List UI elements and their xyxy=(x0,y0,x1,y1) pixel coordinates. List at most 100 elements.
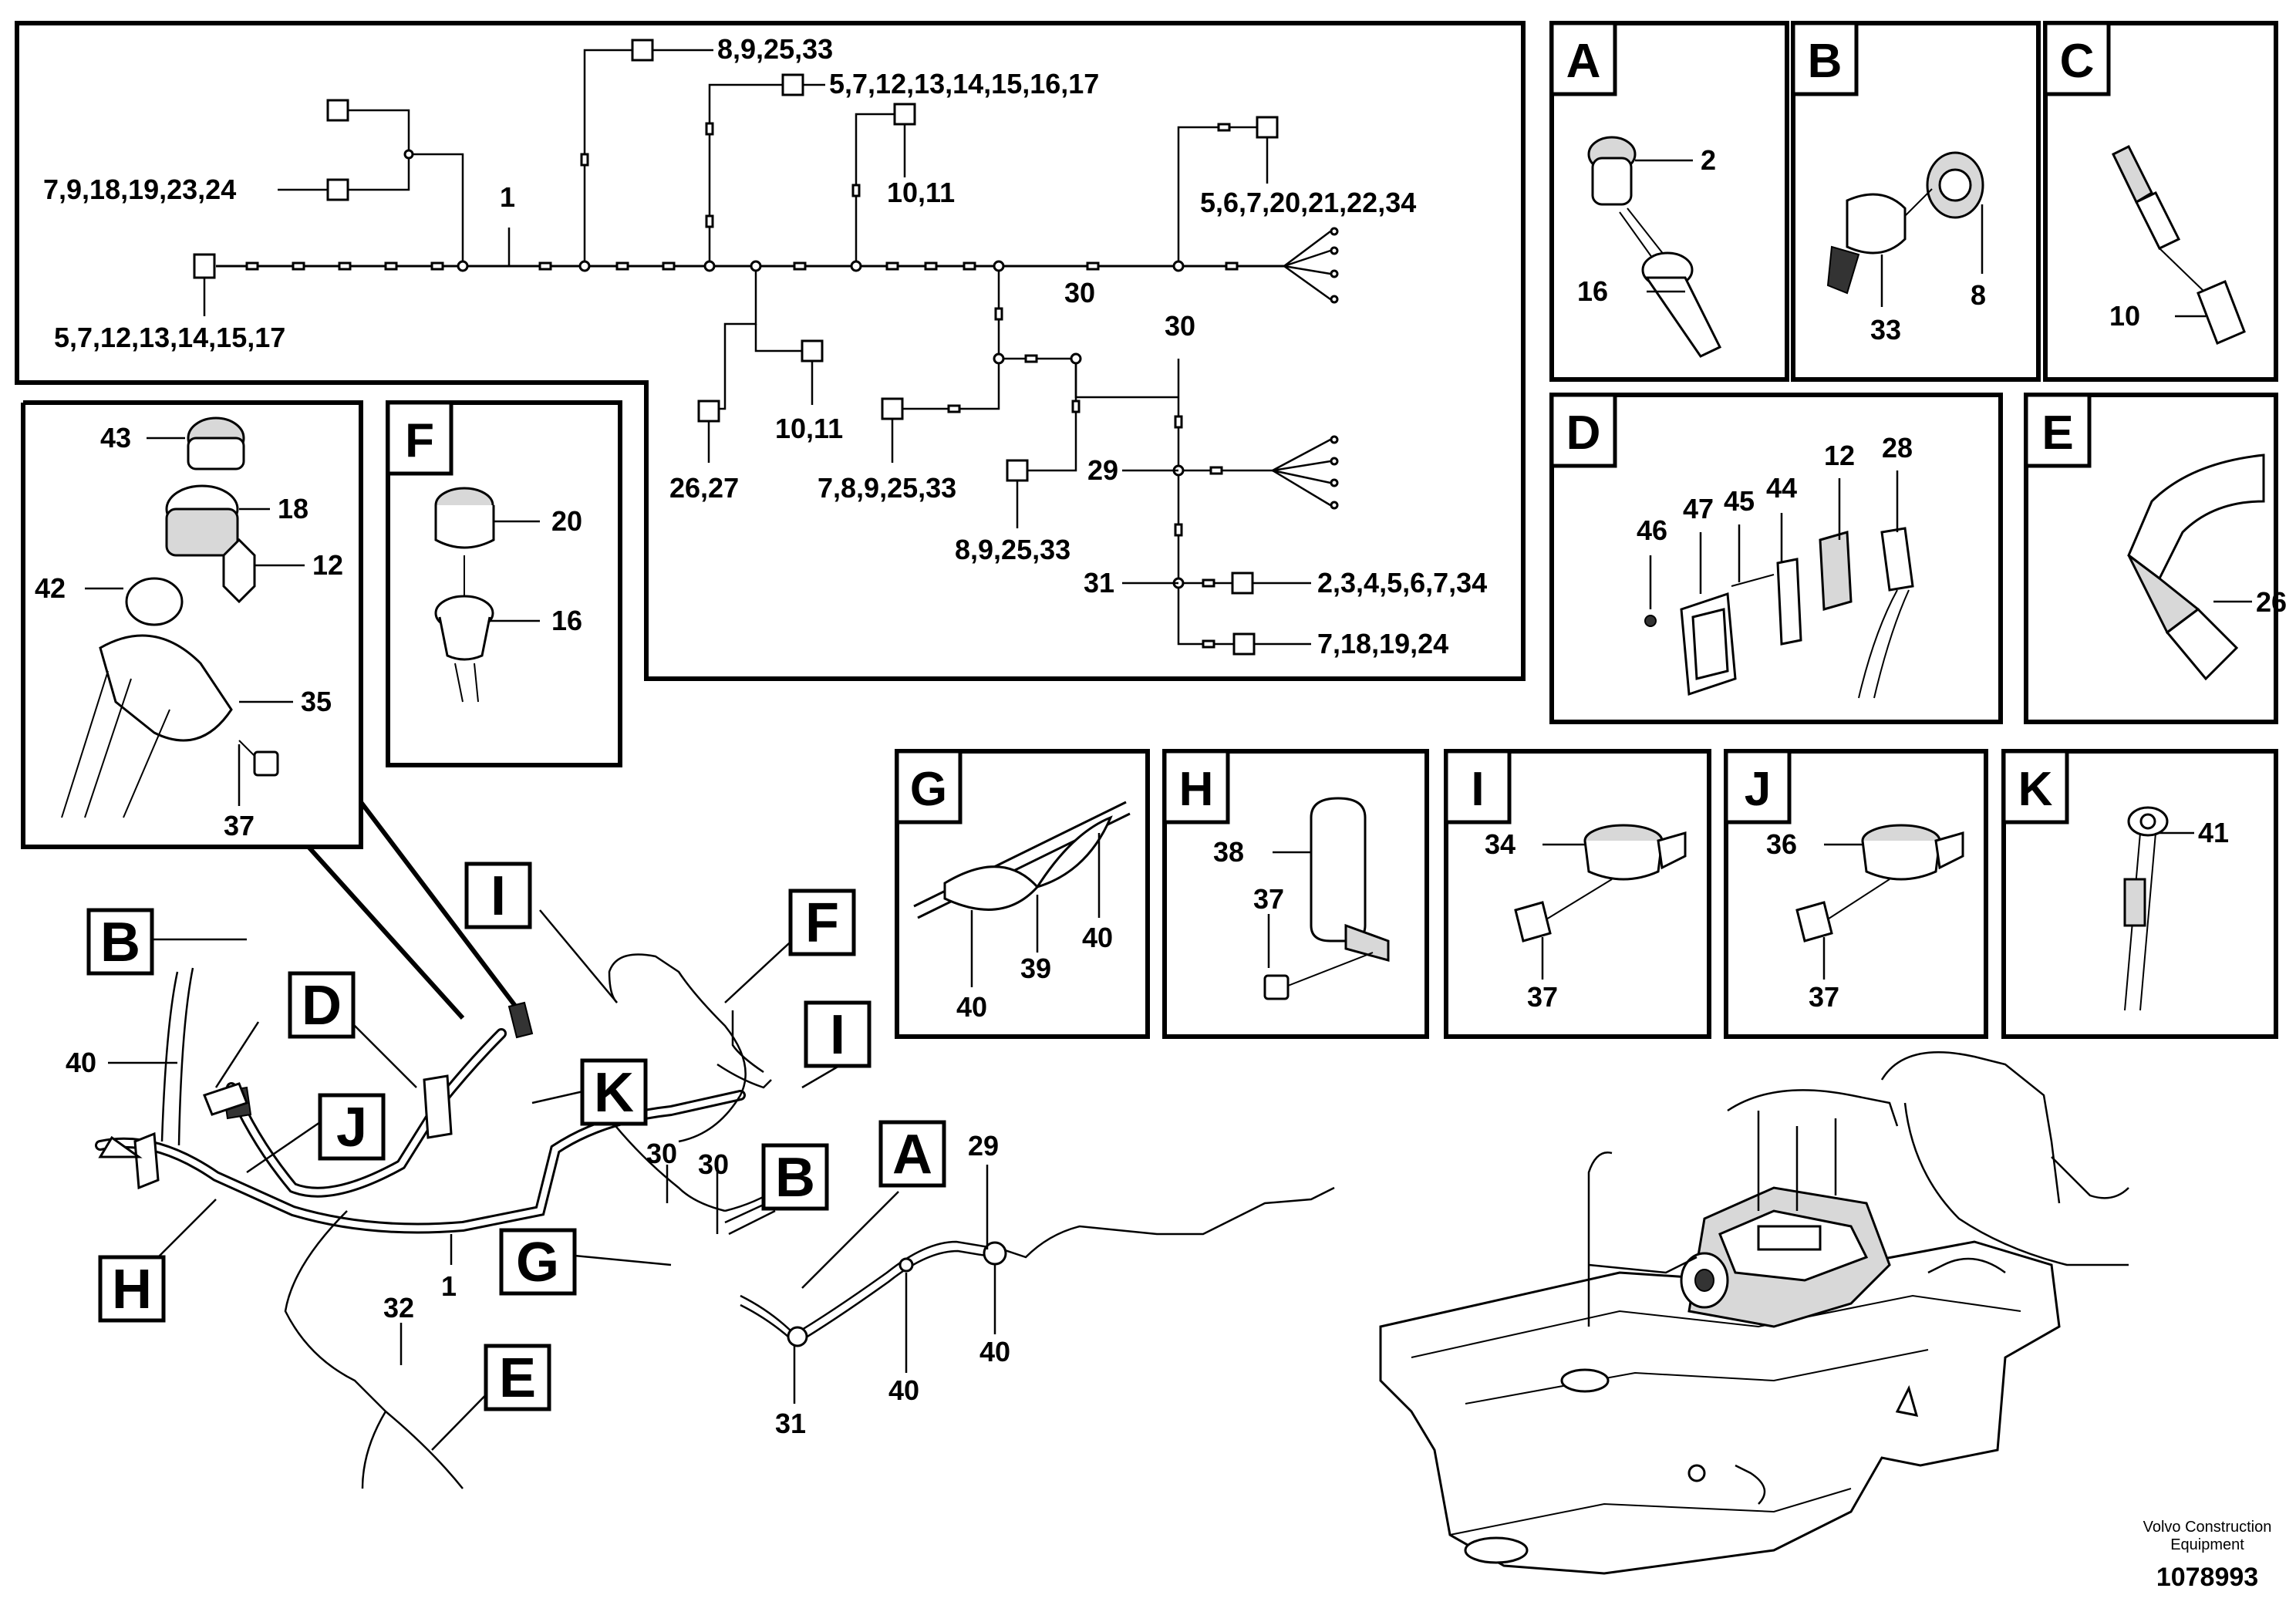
trunk-clips xyxy=(245,122,1239,649)
assembly-label-30a: 30 xyxy=(646,1138,677,1169)
callout-i-1: I xyxy=(491,865,506,927)
callout-g: G xyxy=(516,1232,559,1293)
detail-k-letter: K xyxy=(2018,763,2053,816)
callout-i-2: I xyxy=(830,1004,845,1066)
detail-i-label-34: 34 xyxy=(1485,828,1515,860)
detail-d-label-45: 45 xyxy=(1724,485,1755,517)
detail-i-panel: I 34 37 xyxy=(1444,749,1711,1039)
detail-j-letter: J xyxy=(1745,763,1771,816)
schematic-label-8: 8,9,25,33 xyxy=(955,534,1070,565)
detail-d-label-44: 44 xyxy=(1766,472,1797,504)
detail-g-letter: G xyxy=(910,763,947,816)
schematic-label-top3: 10,11 xyxy=(887,177,955,208)
detail-g-label-40a: 40 xyxy=(956,991,987,1023)
schematic-label-7: 7,18,19,24 xyxy=(1317,628,1448,659)
detail-b-panel: B 33 8 xyxy=(1791,21,2041,382)
detail-f-letter: F xyxy=(405,414,434,467)
detail-c-label-10: 10 xyxy=(2109,300,2140,332)
detail-b-label-8: 8 xyxy=(1971,279,1986,311)
detail-d-letter: D xyxy=(1566,406,1601,460)
detail-g-label-39: 39 xyxy=(1020,953,1051,984)
detail-i-letter: I xyxy=(1471,763,1484,816)
zoom-label-12: 12 xyxy=(312,549,343,581)
callout-a: A xyxy=(892,1124,932,1185)
callout-j: J xyxy=(336,1097,367,1158)
zoom-label-37: 37 xyxy=(224,810,255,841)
schematic-label-30b: 30 xyxy=(1165,310,1195,342)
callout-b-1: B xyxy=(100,912,140,973)
detail-i-label-37: 37 xyxy=(1527,981,1558,1013)
callout-b-2: B xyxy=(775,1147,815,1209)
zoom-label-43: 43 xyxy=(100,422,131,454)
detail-c-panel: C 10 xyxy=(2043,21,2278,382)
detail-h-panel: H 38 37 xyxy=(1162,749,1429,1039)
schematic-label-1011: 10,11 xyxy=(775,413,843,444)
detail-d-label-28: 28 xyxy=(1882,432,1913,464)
detail-k-panel: K 41 xyxy=(2001,749,2278,1039)
callout-e: E xyxy=(499,1347,536,1409)
detail-c-letter: C xyxy=(2060,35,2095,88)
callout-d: D xyxy=(302,975,342,1037)
detail-j-label-36: 36 xyxy=(1766,828,1797,860)
schematic-label-left1: 7,9,18,19,23,24 xyxy=(43,174,236,205)
schematic-label-right1: 5,6,7,20,21,22,34 xyxy=(1200,187,1416,218)
assembly-label-30b: 30 xyxy=(698,1148,729,1180)
detail-h-label-38: 38 xyxy=(1213,836,1244,868)
schematic-label-29: 29 xyxy=(1087,454,1118,486)
schematic-label-main: 1 xyxy=(500,181,515,213)
schematic-label-7892533: 7,8,9,25,33 xyxy=(818,472,956,504)
assembly-label-32: 32 xyxy=(383,1292,414,1324)
callout-k: K xyxy=(594,1062,634,1124)
detail-f-label-16: 16 xyxy=(551,605,582,636)
assembly-label-40b: 40 xyxy=(888,1374,919,1406)
detail-g-panel: G 40 39 40 xyxy=(895,749,1150,1039)
zoom-detail-panel: 43 18 12 42 35 37 xyxy=(21,400,527,1020)
assembly-label-40a: 40 xyxy=(66,1047,96,1078)
schematic-label-2: 2,3,4,5,6,7,34 xyxy=(1317,567,1487,599)
detail-e-label-26: 26 xyxy=(2256,586,2287,618)
schematic-label-bottomleft: 5,7,12,13,14,15,17 xyxy=(54,322,285,353)
callout-f: F xyxy=(805,892,839,954)
reference-number: 1078993 xyxy=(2156,1563,2258,1592)
assembly-label-40c: 40 xyxy=(979,1336,1010,1367)
assembly-label-29: 29 xyxy=(968,1130,999,1162)
detail-e-letter: E xyxy=(2041,406,2073,460)
detail-j-label-37: 37 xyxy=(1809,981,1839,1013)
schematic-label-2627: 26,27 xyxy=(669,472,739,504)
detail-j-panel: J 36 37 xyxy=(1724,749,1988,1039)
detail-d-panel: D 46 47 45 44 12 28 xyxy=(1549,393,2003,724)
detail-a-letter: A xyxy=(1566,35,1601,88)
detail-a-panel: A 2 16 xyxy=(1549,21,1789,382)
schematic-label-top2: 5,7,12,13,14,15,16,17 xyxy=(829,68,1099,99)
zoom-label-18: 18 xyxy=(278,493,308,524)
detail-f-label-20: 20 xyxy=(551,505,582,537)
assembly-label-31: 31 xyxy=(775,1408,806,1439)
detail-b-letter: B xyxy=(1808,35,1843,88)
callout-h: H xyxy=(112,1259,152,1320)
detail-a-label-2: 2 xyxy=(1701,144,1716,176)
machine-frame-illustration xyxy=(1379,1051,2129,1575)
detail-g-label-40b: 40 xyxy=(1082,922,1113,953)
detail-d-label-46: 46 xyxy=(1637,514,1667,546)
detail-h-label-37: 37 xyxy=(1253,883,1284,915)
brand-line-2: Equipment xyxy=(2170,1536,2244,1553)
detail-e-panel: E 26 xyxy=(2024,393,2287,724)
detail-b-label-33: 33 xyxy=(1870,314,1901,346)
assembly-label-1: 1 xyxy=(441,1270,457,1302)
zoom-label-42: 42 xyxy=(35,572,66,604)
schematic-label-top1: 8,9,25,33 xyxy=(717,33,833,65)
harness-assembly-view: B D J H I F K I G B A E 40 30 30 29 1 32… xyxy=(66,862,1335,1489)
wiring-schematic-panel: 8,9,25,33 5,7,12,13,14,15,16,17 10,11 7,… xyxy=(15,21,1526,681)
zoom-label-35: 35 xyxy=(301,686,332,717)
schematic-label-30a: 30 xyxy=(1064,277,1095,309)
detail-d-label-12: 12 xyxy=(1824,440,1855,471)
detail-k-label-41: 41 xyxy=(2198,817,2229,848)
detail-f-panel: F 20 16 xyxy=(386,400,622,767)
brand-line-1: Volvo Construction xyxy=(2143,1519,2272,1536)
schematic-label-31: 31 xyxy=(1084,567,1114,599)
footer: Volvo Construction Equipment 1078993 xyxy=(2143,1519,2272,1592)
detail-h-letter: H xyxy=(1179,763,1214,816)
detail-d-label-47: 47 xyxy=(1683,493,1714,524)
detail-a-label-16: 16 xyxy=(1577,275,1608,307)
